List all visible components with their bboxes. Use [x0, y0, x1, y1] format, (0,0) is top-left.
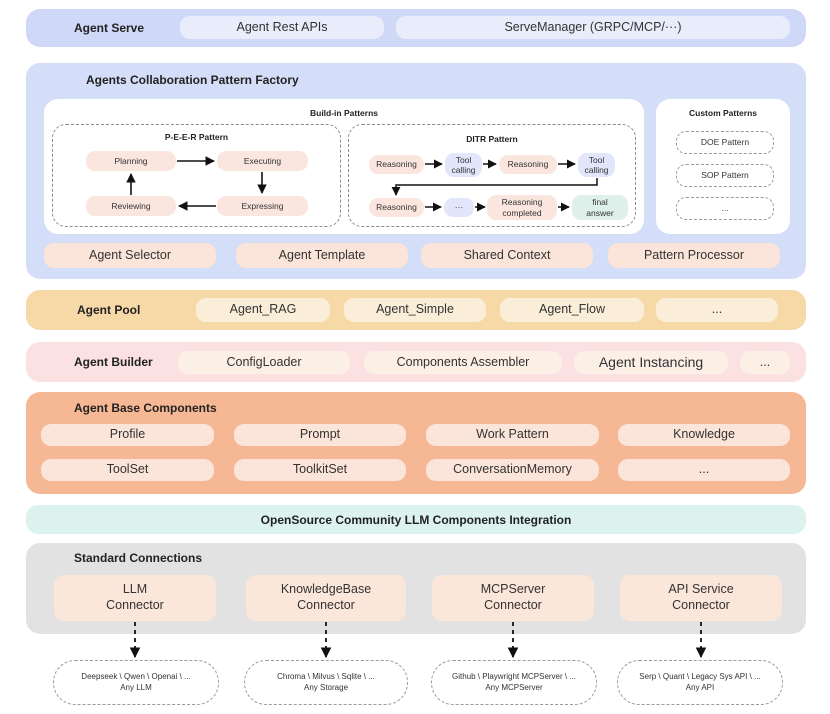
- ditr-tool-calling-2: Tool calling: [578, 153, 615, 177]
- mcpserver-connector-line2: Connector: [484, 598, 542, 612]
- toolkitset: ToolkitSet: [234, 459, 406, 481]
- api-service-connector-line2: Connector: [672, 598, 730, 612]
- agent-template: Agent Template: [236, 243, 408, 268]
- agent-serve-title: Agent Serve: [74, 21, 145, 35]
- serve-manager: ServeManager (GRPC/MCP/···): [396, 16, 790, 39]
- conversation-memory: ConversationMemory: [426, 459, 599, 481]
- toolset: ToolSet: [41, 459, 214, 481]
- knowledgebase-connector: KnowledgeBase Connector: [246, 575, 406, 621]
- storage-output-line2: Any Storage: [303, 682, 349, 692]
- profile: Profile: [41, 424, 214, 446]
- ditr-reasoning-1: Reasoning: [369, 155, 424, 174]
- peer-reviewing: Reviewing: [86, 196, 176, 216]
- llm-output-line2: Any LLM: [120, 682, 152, 692]
- agent-builder-more: ...: [740, 351, 790, 374]
- llm-connector-line2: Connector: [106, 598, 164, 612]
- ditr-ellipsis: ···: [444, 198, 474, 217]
- custom-pattern-sop: SOP Pattern: [676, 164, 774, 187]
- llm-output-line1: Deepseek \ Qwen \ Openai \ ...: [81, 671, 191, 681]
- ditr-reasoning-2: Reasoning: [499, 155, 557, 174]
- knowledgebase-connector-line1: KnowledgeBase: [280, 582, 372, 597]
- community-title: OpenSource Community LLM Components Inte…: [260, 513, 572, 527]
- peer-planning: Planning: [86, 151, 176, 171]
- agent-flow: Agent_Flow: [500, 298, 644, 322]
- peer-executing: Executing: [217, 151, 308, 171]
- mcpserver-connector: MCPServer Connector: [432, 575, 594, 621]
- ditr-final-answer: final answer: [572, 195, 628, 220]
- llm-connector: LLM Connector: [54, 575, 216, 621]
- pattern-factory-title: Agents Collaboration Pattern Factory: [86, 73, 299, 87]
- mcpserver-output-line2: Any MCPServer: [485, 682, 543, 692]
- config-loader: ConfigLoader: [178, 351, 350, 374]
- components-assembler: Components Assembler: [364, 351, 562, 374]
- ditr-reasoning-3: Reasoning: [369, 198, 424, 217]
- llm-connector-line1: LLM: [122, 582, 148, 597]
- mcpserver-output: Github \ Playwright MCPServer \ ... Any …: [431, 660, 597, 705]
- agent-simple: Agent_Simple: [344, 298, 486, 322]
- custom-pattern-doe: DOE Pattern: [676, 131, 774, 154]
- storage-output-line1: Chroma \ Milvus \ Sqlite \ ...: [277, 671, 375, 681]
- knowledge: Knowledge: [618, 424, 790, 446]
- peer-pattern-title: P-E-E-R Pattern: [164, 132, 229, 142]
- pattern-processor: Pattern Processor: [608, 243, 780, 268]
- agent-builder-title: Agent Builder: [74, 355, 153, 369]
- api-output-line2: Any API: [685, 682, 715, 692]
- mcpserver-connector-line1: MCPServer: [480, 582, 546, 597]
- base-components-title: Agent Base Components: [74, 401, 217, 415]
- community-band: [26, 505, 806, 534]
- custom-patterns-title: Custom Patterns: [688, 108, 757, 118]
- llm-output: Deepseek \ Qwen \ Openai \ ... Any LLM: [53, 660, 219, 705]
- agent-selector: Agent Selector: [44, 243, 216, 268]
- shared-context: Shared Context: [421, 243, 593, 268]
- agent-rag: Agent_RAG: [196, 298, 330, 322]
- ditr-reasoning-completed: Reasoning completed: [487, 195, 557, 220]
- base-components-more: ...: [618, 459, 790, 481]
- work-pattern: Work Pattern: [426, 424, 599, 446]
- agent-rest-apis: Agent Rest APIs: [180, 16, 384, 39]
- standard-connections-title: Standard Connections: [74, 551, 203, 565]
- peer-expressing: Expressing: [217, 196, 308, 216]
- agent-pool-more: ...: [656, 298, 778, 322]
- storage-output: Chroma \ Milvus \ Sqlite \ ... Any Stora…: [244, 660, 408, 705]
- api-service-connector-line1: API Service: [668, 582, 734, 597]
- peer-pattern-box: [52, 124, 341, 227]
- ditr-pattern-title: DITR Pattern: [466, 134, 518, 144]
- agent-instancing: Agent Instancing: [574, 351, 728, 374]
- prompt: Prompt: [234, 424, 406, 446]
- custom-pattern-more: ...: [676, 197, 774, 220]
- api-output-line1: Serp \ Quant \ Legacy Sys API \ ...: [639, 671, 761, 681]
- api-service-connector: API Service Connector: [620, 575, 782, 621]
- ditr-tool-calling-1: Tool calling: [445, 153, 482, 177]
- agent-pool-title: Agent Pool: [77, 303, 141, 317]
- mcpserver-output-line1: Github \ Playwright MCPServer \ ...: [451, 671, 577, 681]
- api-output: Serp \ Quant \ Legacy Sys API \ ... Any …: [617, 660, 783, 705]
- ditr-pattern-box: [348, 124, 636, 227]
- knowledgebase-connector-line2: Connector: [297, 598, 355, 612]
- buildin-patterns-title: Build-in Patterns: [309, 108, 378, 118]
